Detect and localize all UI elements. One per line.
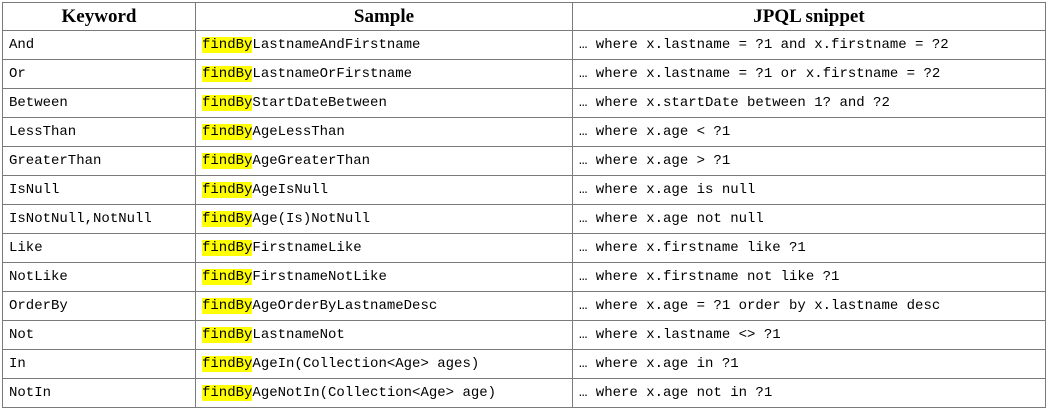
sample-method-rest: AgeOrderByLastnameDesc — [252, 298, 438, 314]
sample-cell: findByFirstnameLike — [195, 233, 573, 263]
jpql-cell: … where x.firstname not like ?1 — [572, 262, 1046, 292]
sample-prefix-highlight: findBy — [202, 37, 253, 53]
header-keyword: Keyword — [2, 2, 196, 31]
sample-method-rest: AgeIn(Collection<Age> ages) — [252, 356, 480, 372]
sample-prefix-highlight: findBy — [202, 124, 253, 140]
sample-prefix-highlight: findBy — [202, 298, 253, 314]
keyword-cell: Between — [2, 88, 196, 118]
sample-cell: findByFirstnameNotLike — [195, 262, 573, 292]
jpql-cell: … where x.age = ?1 order by x.lastname d… — [572, 291, 1046, 321]
keyword-cell: In — [2, 349, 196, 379]
jpql-cell: … where x.lastname = ?1 or x.firstname =… — [572, 59, 1046, 89]
header-jpql-snippet: JPQL snippet — [572, 2, 1046, 31]
sample-method-rest: Age(Is)NotNull — [252, 211, 371, 227]
jpql-cell: … where x.age not null — [572, 204, 1046, 234]
keyword-cell: NotIn — [2, 378, 196, 408]
jpql-cell: … where x.firstname like ?1 — [572, 233, 1046, 263]
keyword-cell: IsNull — [2, 175, 196, 205]
jpql-cell: … where x.age > ?1 — [572, 146, 1046, 176]
jpql-cell: … where x.age not in ?1 — [572, 378, 1046, 408]
jpql-cell: … where x.lastname = ?1 and x.firstname … — [572, 30, 1046, 60]
header-sample: Sample — [195, 2, 573, 31]
sample-cell: findByAge(Is)NotNull — [195, 204, 573, 234]
keyword-cell: NotLike — [2, 262, 196, 292]
sample-method-rest: AgeNotIn(Collection<Age> age) — [252, 385, 497, 401]
keyword-cell: GreaterThan — [2, 146, 196, 176]
sample-method-rest: AgeLessThan — [252, 124, 345, 140]
sample-prefix-highlight: findBy — [202, 269, 253, 285]
sample-method-rest: StartDateBetween — [252, 95, 387, 111]
keyword-cell: IsNotNull,NotNull — [2, 204, 196, 234]
keyword-cell: Or — [2, 59, 196, 89]
sample-prefix-highlight: findBy — [202, 182, 253, 198]
sample-method-rest: AgeIsNull — [252, 182, 329, 198]
sample-prefix-highlight: findBy — [202, 385, 253, 401]
sample-prefix-highlight: findBy — [202, 327, 253, 343]
sample-cell: findByStartDateBetween — [195, 88, 573, 118]
keyword-cell: And — [2, 30, 196, 60]
table-header-row: Keyword Sample JPQL snippet — [2, 2, 1046, 31]
sample-prefix-highlight: findBy — [202, 211, 253, 227]
jpql-cell: … where x.startDate between 1? and ?2 — [572, 88, 1046, 118]
sample-prefix-highlight: findBy — [202, 356, 253, 372]
sample-cell: findByAgeOrderByLastnameDesc — [195, 291, 573, 321]
sample-cell: findByAgeGreaterThan — [195, 146, 573, 176]
sample-method-rest: LastnameAndFirstname — [252, 37, 421, 53]
sample-cell: findByLastnameAndFirstname — [195, 30, 573, 60]
sample-prefix-highlight: findBy — [202, 66, 253, 82]
sample-method-rest: LastnameNot — [252, 327, 345, 343]
keyword-cell: OrderBy — [2, 291, 196, 321]
keyword-cell: Like — [2, 233, 196, 263]
sample-prefix-highlight: findBy — [202, 153, 253, 169]
sample-method-rest: FirstnameLike — [252, 240, 362, 256]
sample-prefix-highlight: findBy — [202, 95, 253, 111]
sample-prefix-highlight: findBy — [202, 240, 253, 256]
jpql-cell: … where x.age in ?1 — [572, 349, 1046, 379]
sample-method-rest: AgeGreaterThan — [252, 153, 371, 169]
sample-cell: findByLastnameNot — [195, 320, 573, 350]
sample-cell: findByAgeLessThan — [195, 117, 573, 147]
sample-cell: findByLastnameOrFirstname — [195, 59, 573, 89]
sample-cell: findByAgeNotIn(Collection<Age> age) — [195, 378, 573, 408]
jpql-cell: … where x.age < ?1 — [572, 117, 1046, 147]
keyword-cell: LessThan — [2, 117, 196, 147]
jpql-cell: … where x.age is null — [572, 175, 1046, 205]
jpql-cell: … where x.lastname <> ?1 — [572, 320, 1046, 350]
sample-method-rest: FirstnameNotLike — [252, 269, 387, 285]
sample-method-rest: LastnameOrFirstname — [252, 66, 413, 82]
sample-cell: findByAgeIsNull — [195, 175, 573, 205]
keyword-cell: Not — [2, 320, 196, 350]
sample-cell: findByAgeIn(Collection<Age> ages) — [195, 349, 573, 379]
